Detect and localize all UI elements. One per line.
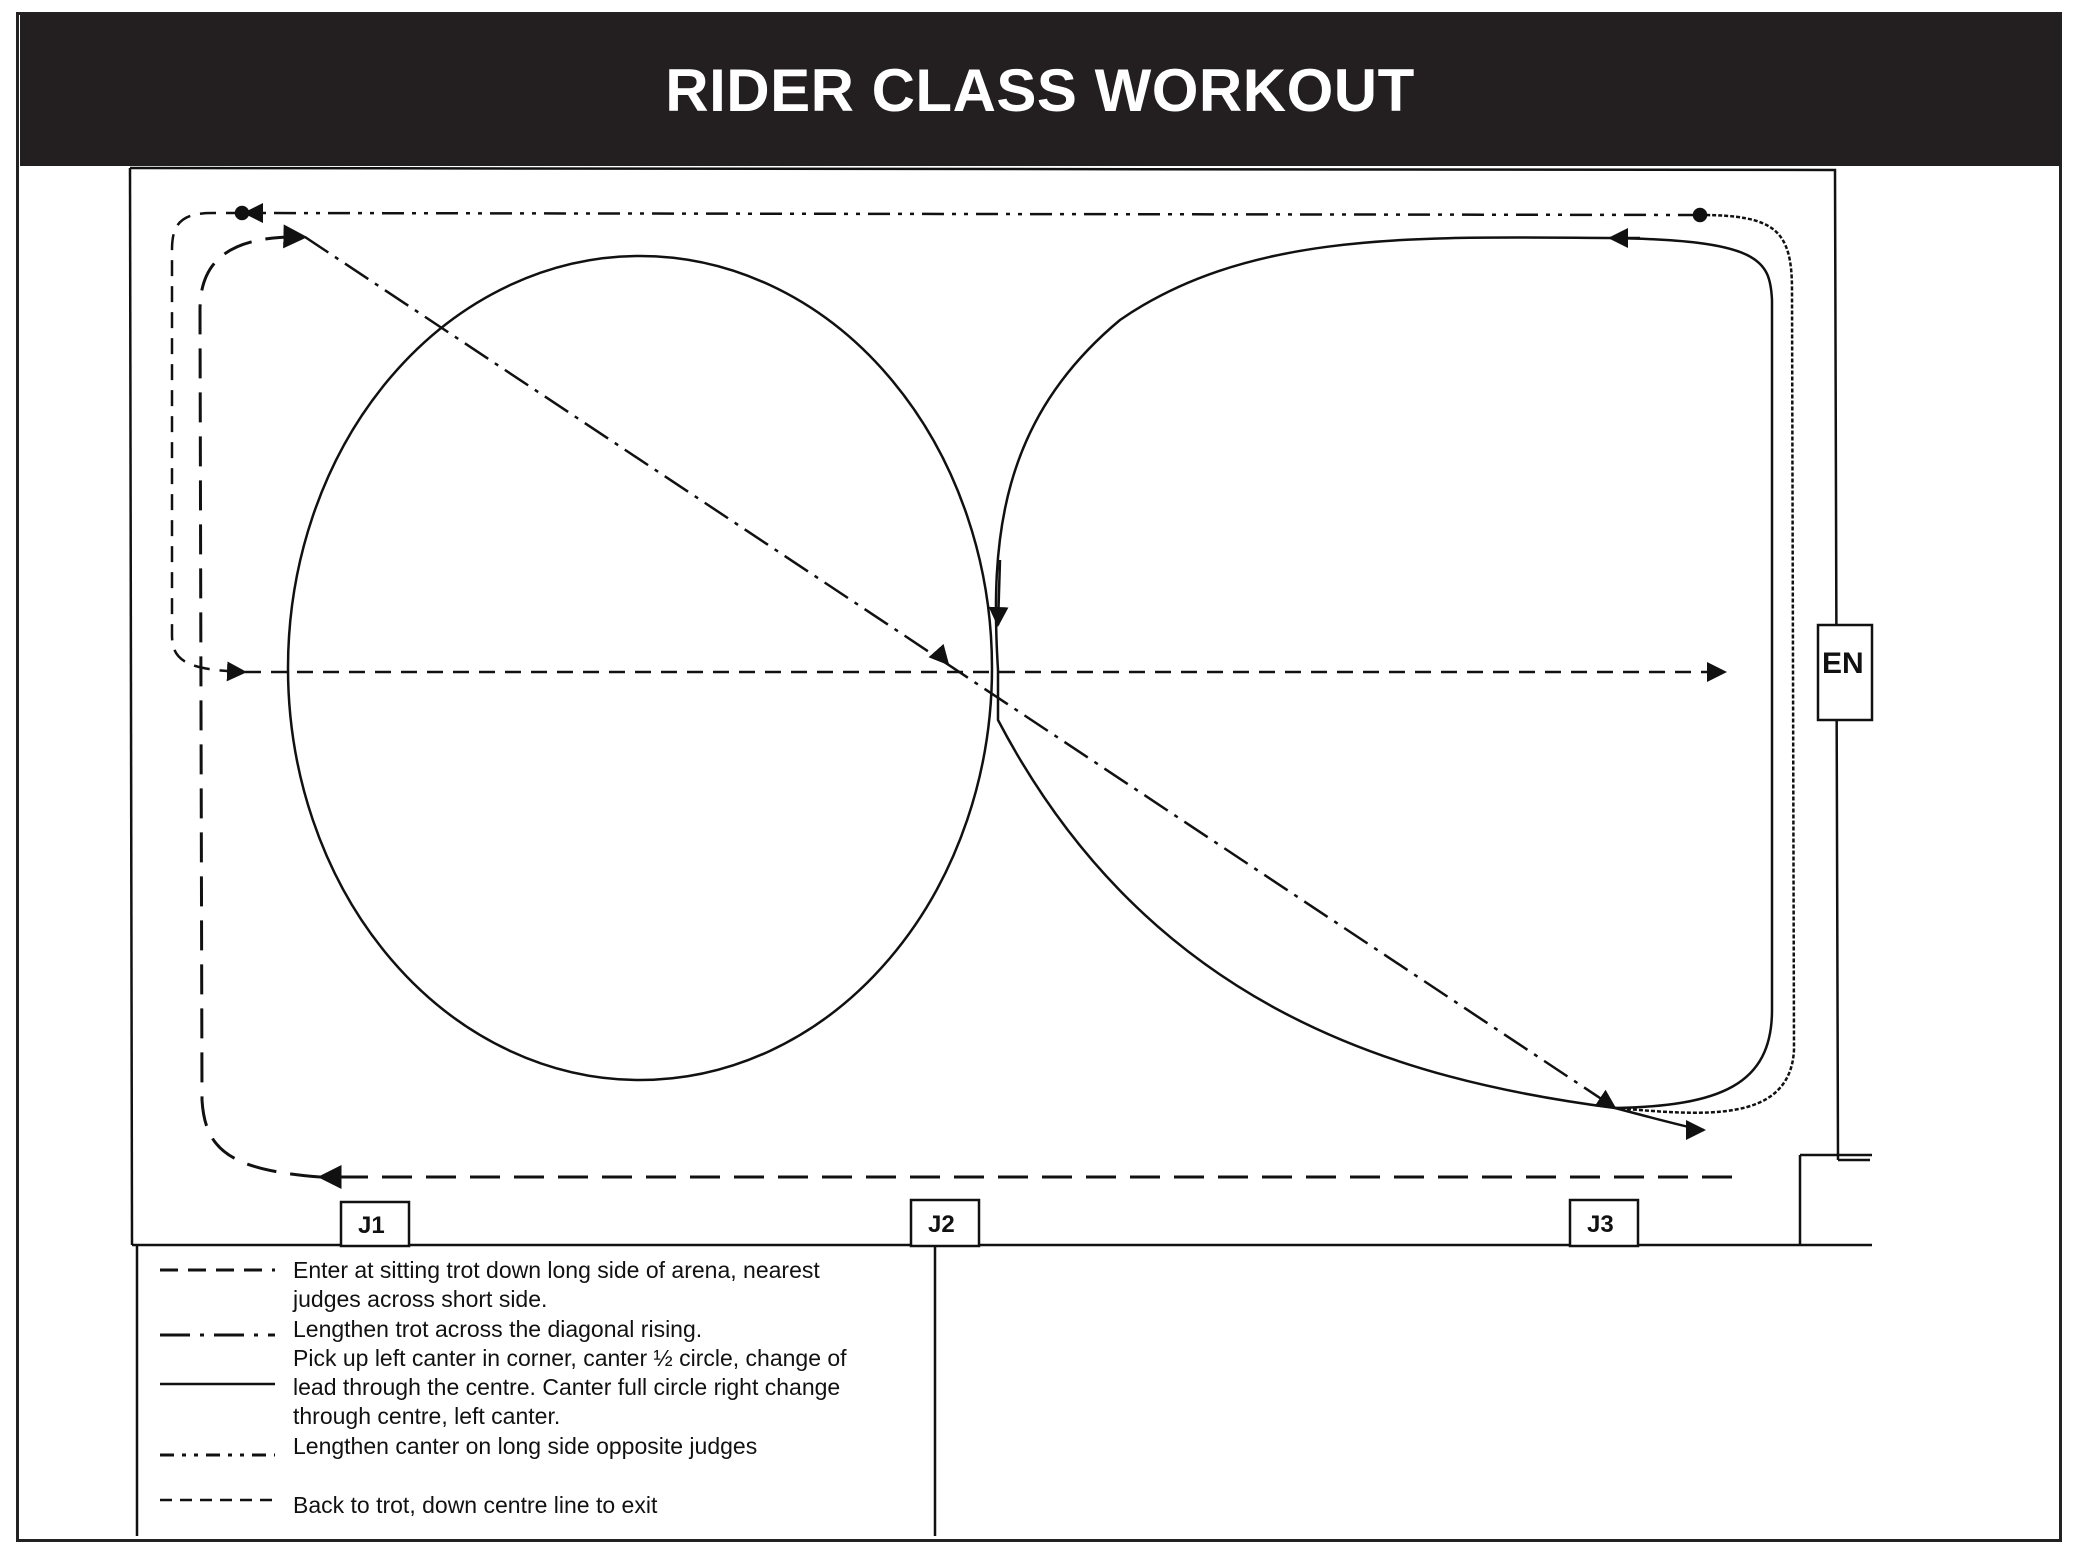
judge-j2: J2 (909, 1198, 981, 1248)
judge-j3: J3 (1568, 1198, 1640, 1248)
legend-text-canter-3: through centre, left canter. (293, 1403, 560, 1429)
legend-item-diagonal: Lengthen trot across the diagonal rising… (160, 1316, 702, 1342)
legend-text-canter-1: Pick up left canter in corner, canter ½ … (293, 1345, 847, 1371)
path-lengthen-canter (234, 203, 1796, 1140)
judge-j2-label: J2 (928, 1211, 955, 1238)
legend-text-back-to-trot: Back to trot, down centre line to exit (293, 1492, 658, 1518)
legend-item-enter: Enter at sitting trot down long side of … (160, 1257, 820, 1312)
legend-item-back-to-trot: Back to trot, down centre line to exit (160, 1492, 658, 1518)
judge-j1: J1 (339, 1200, 411, 1248)
full-circle-left (286, 254, 994, 1082)
judge-j1-label: J1 (358, 1212, 385, 1239)
entry-label: EN (1822, 647, 1864, 680)
legend: Enter at sitting trot down long side of … (135, 1245, 937, 1536)
judge-j3-label: J3 (1587, 1211, 1614, 1238)
path-back-to-trot (170, 211, 1727, 682)
legend-text-enter-2: judges across short side. (292, 1286, 547, 1312)
legend-text-enter-1: Enter at sitting trot down long side of … (293, 1257, 820, 1283)
exit-box (1798, 1153, 1872, 1245)
legend-text-canter-2: lead through the centre. Canter full cir… (293, 1374, 840, 1400)
entry-marker: EN (1816, 623, 1874, 722)
legend-text-diagonal: Lengthen trot across the diagonal rising… (293, 1316, 702, 1342)
page-title: RIDER CLASS WORKOUT (665, 56, 1415, 124)
arena-left-wall (128, 167, 134, 1246)
title-bar: RIDER CLASS WORKOUT (20, 14, 2060, 166)
page-frame (16, 12, 2062, 1542)
path-enter-sitting-trot (198, 224, 1732, 1189)
half-circle-right (994, 236, 1774, 1110)
arena-outline (128, 166, 1872, 1247)
legend-item-canter: Pick up left canter in corner, canter ½ … (160, 1345, 847, 1429)
arena-top-right-wall (129, 166, 1840, 1161)
legend-text-lengthen-canter: Lengthen canter on long side opposite ju… (293, 1433, 757, 1459)
path-canter-circles (286, 228, 1774, 1110)
legend-item-lengthen-canter: Lengthen canter on long side opposite ju… (160, 1433, 757, 1459)
